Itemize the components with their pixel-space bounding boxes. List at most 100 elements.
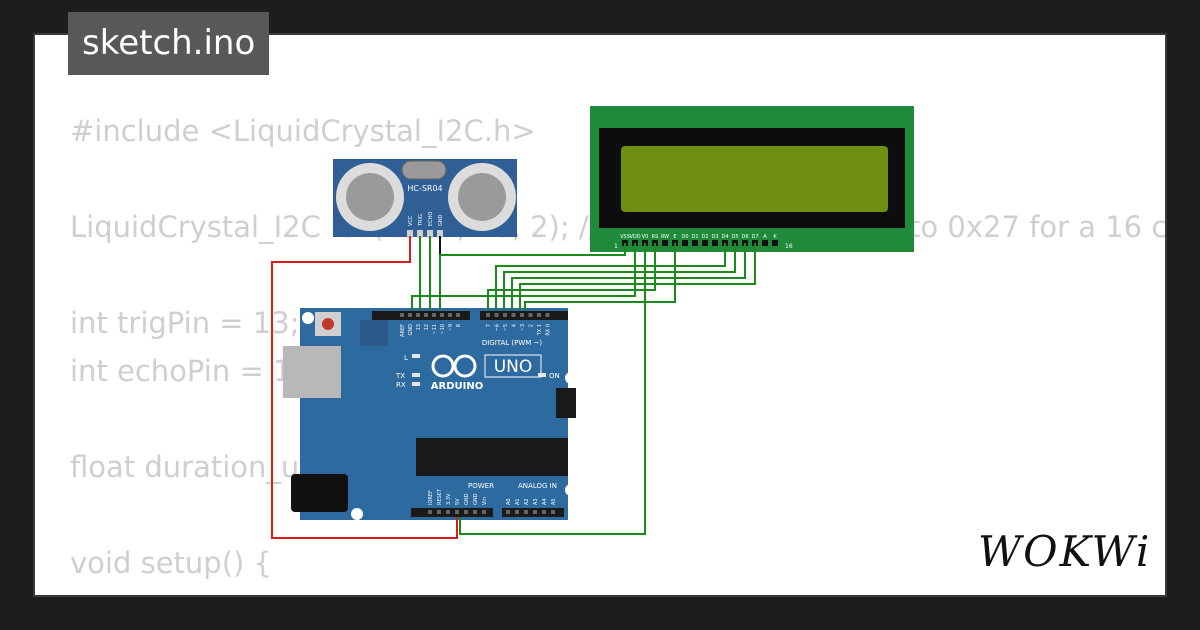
sensor-model-label: HC-SR04: [407, 184, 442, 193]
power-pin-label: 3.3V: [446, 493, 452, 505]
sensor-pin[interactable]: [437, 230, 443, 238]
digital-pin-label: ~6: [495, 324, 501, 331]
file-tab[interactable]: sketch.ino: [68, 12, 270, 75]
power-pin[interactable]: [437, 510, 441, 514]
power-pin[interactable]: [473, 510, 477, 514]
digital-pin[interactable]: [400, 313, 404, 317]
analog-pin[interactable]: [515, 510, 519, 514]
led-rx: [412, 382, 420, 386]
digital-pin[interactable]: [486, 313, 490, 317]
digital-pin-label: 7: [486, 324, 492, 327]
wire-lcd-d5[interactable]: [503, 243, 736, 310]
arduino-logo: [431, 354, 477, 378]
digital-pin[interactable]: [448, 313, 452, 317]
logo-infinity-left: [431, 354, 455, 378]
analog-pin-label: A0: [506, 498, 512, 505]
analog-pin[interactable]: [506, 510, 510, 514]
lcd-pin-label: D7: [751, 234, 758, 240]
lcd-pin-last: 16: [785, 243, 793, 250]
led-on: [538, 373, 546, 377]
power-pin[interactable]: [455, 510, 459, 514]
led-tx: [412, 373, 420, 377]
power-pin[interactable]: [464, 510, 468, 514]
digital-pin[interactable]: [528, 313, 533, 317]
analog-pin[interactable]: [551, 510, 555, 514]
digital-label: DIGITAL (PWM ~): [482, 339, 543, 347]
lcd-pin-label: D5: [731, 234, 738, 240]
power-pin[interactable]: [446, 510, 450, 514]
digital-pin[interactable]: [416, 313, 420, 317]
wire-lcd-vdd[interactable]: [411, 243, 636, 310]
reset-button-cap[interactable]: [322, 318, 334, 330]
digital-pin[interactable]: [424, 313, 428, 317]
analog-pin[interactable]: [542, 510, 546, 514]
lcd-pin[interactable]: [772, 240, 778, 246]
power-pin-label: GND: [464, 493, 470, 505]
wire-lcd-d7[interactable]: [519, 243, 756, 310]
lcd-pin[interactable]: [712, 240, 718, 246]
wire-lcd-rw-gnd[interactable]: [459, 243, 646, 535]
wire-lcd-vss[interactable]: [439, 243, 626, 310]
lcd-pin[interactable]: [662, 240, 668, 246]
digital-pin[interactable]: [408, 313, 412, 317]
sensor-transmitter-mesh: [346, 173, 394, 221]
power-pin[interactable]: [482, 510, 486, 514]
sensor-pin-label: VCC: [408, 215, 414, 226]
sensor-pin-label: GND: [438, 214, 444, 226]
usb-connector: [283, 346, 341, 398]
digital-pin[interactable]: [456, 313, 460, 317]
lcd-pin-label: D6: [741, 234, 748, 240]
digital-pin[interactable]: [432, 313, 436, 317]
led-on-label: ON: [549, 372, 560, 380]
digital-pin[interactable]: [511, 313, 516, 317]
digital-pin[interactable]: [503, 313, 507, 317]
analog-pin[interactable]: [533, 510, 537, 514]
sensor-pin[interactable]: [427, 230, 433, 238]
digital-pin-label: 8: [456, 324, 462, 327]
lcd-pin-label: V0: [642, 234, 649, 240]
digital-pin[interactable]: [545, 313, 550, 317]
sensor-pin-label: TRIG: [418, 214, 424, 227]
led-l-label: L: [404, 354, 408, 362]
lcd-pin[interactable]: [762, 240, 768, 246]
wire-lcd-d6[interactable]: [511, 243, 746, 310]
lcd-pin[interactable]: [682, 240, 688, 246]
digital-pin[interactable]: [440, 313, 444, 317]
power-pin-label: Vin: [482, 497, 488, 505]
wire-vcc-5v[interactable]: [271, 236, 458, 539]
digital-pin[interactable]: [494, 313, 499, 317]
digital-pin[interactable]: [537, 313, 541, 317]
wokwi-logo: WOKWi: [978, 527, 1152, 576]
sensor-pin[interactable]: [417, 230, 423, 238]
digital-pin-label: ~11: [432, 324, 438, 335]
sensor-pin[interactable]: [407, 230, 413, 238]
digital-pin-label: AREF: [400, 324, 406, 337]
lcd-pin-label: VSS: [620, 234, 630, 240]
power-pin-label: GND: [473, 493, 479, 505]
logo-infinity-right: [453, 354, 477, 378]
power-pin[interactable]: [428, 510, 432, 514]
lcd-pin[interactable]: [702, 240, 708, 246]
digital-pin-label: ~3: [520, 324, 526, 331]
power-label: POWER: [468, 482, 494, 490]
digital-pin[interactable]: [520, 313, 524, 317]
code-line: #include <LiquidCrystal_I2C.h>: [70, 114, 536, 148]
wires: [271, 236, 756, 539]
lcd-pin[interactable]: [692, 240, 698, 246]
lcd-pin-label: D1: [691, 234, 698, 240]
power-pin-label: IOREF: [428, 490, 434, 505]
wire-lcd-d4[interactable]: [495, 243, 726, 310]
wire-lcd-rs[interactable]: [487, 243, 656, 310]
icsp-header: [360, 320, 388, 346]
wire-lcd-e[interactable]: [524, 243, 676, 310]
led-l: [412, 354, 420, 358]
analog-pin[interactable]: [524, 510, 528, 514]
lcd-pin-label: E: [673, 234, 676, 240]
file-tab-label: sketch.ino: [82, 23, 256, 63]
sensor-crystal: [401, 160, 447, 180]
